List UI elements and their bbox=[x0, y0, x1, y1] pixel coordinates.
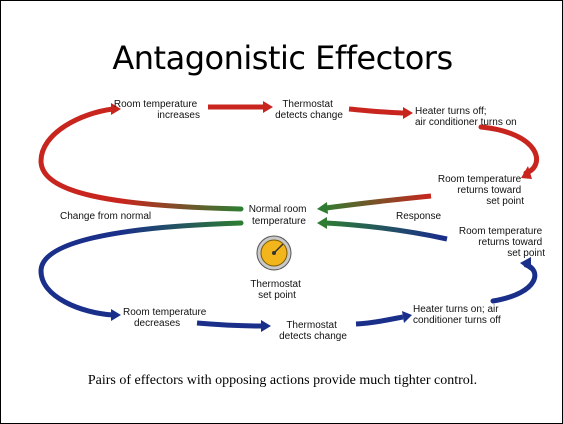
arrow-detect-to-heater-on bbox=[355, 314, 404, 327]
label-returns-toward-bottom: Room temperature returns toward set poin… bbox=[459, 226, 545, 259]
label-returns-toward-top: Room temperature returns toward set poin… bbox=[438, 174, 524, 207]
bottom-right-arrowhead bbox=[520, 257, 531, 271]
arrow-return-to-normal-bottom-head bbox=[317, 217, 327, 229]
bottom-left-arrowhead bbox=[111, 309, 121, 321]
label-thermostat-detects-top: Thermostat detects change bbox=[275, 99, 343, 121]
bottom-left-arc bbox=[38, 220, 244, 318]
label-thermostat-setpoint: Thermostat set point bbox=[250, 279, 303, 301]
top-left-arc bbox=[38, 106, 244, 212]
label-response: Response bbox=[396, 211, 441, 222]
arrow-return-to-normal-bottom bbox=[325, 220, 448, 242]
label-heater-on: Heater turns on; air conditioner turns o… bbox=[413, 304, 501, 326]
top-loop bbox=[38, 101, 539, 214]
slide-caption: Pairs of effectors with opposing actions… bbox=[87, 373, 478, 388]
bottom-loop bbox=[38, 217, 538, 332]
thermostat-dial-icon bbox=[256, 235, 292, 271]
arrow-detect-to-heater bbox=[348, 106, 405, 116]
top-right-arrowhead bbox=[521, 166, 532, 179]
arrow-return-to-normal-top bbox=[325, 193, 432, 211]
label-heater-off: Heater turns off; air conditioner turns … bbox=[415, 106, 517, 128]
label-room-temp-increases: Room temperature increases bbox=[114, 99, 200, 121]
bottom-right-arc bbox=[490, 262, 538, 304]
label-room-temp-decreases: Room temperature decreases bbox=[123, 307, 209, 329]
top-left-arrowhead bbox=[111, 103, 121, 115]
arrow-decrease-to-detect bbox=[196, 320, 262, 329]
label-thermostat-detects-bottom: Thermostat detects change bbox=[279, 320, 347, 342]
label-change-from-normal: Change from normal bbox=[60, 211, 151, 222]
arrow-increase-to-detect-head bbox=[263, 101, 273, 113]
label-normal-room-temperature: Normal room temperature bbox=[249, 204, 310, 227]
slide-title: Antagonistic Effectors bbox=[112, 39, 453, 77]
arrow-return-to-normal-top-head bbox=[317, 202, 328, 214]
top-right-arc bbox=[478, 124, 539, 176]
arrow-detect-to-heater-head bbox=[403, 107, 413, 119]
arrow-decrease-to-detect-head bbox=[261, 320, 271, 332]
arrow-detect-to-heater-on-head bbox=[402, 311, 412, 323]
